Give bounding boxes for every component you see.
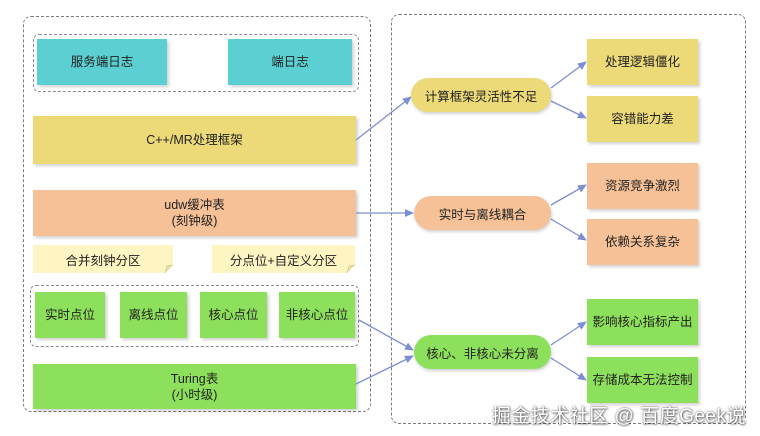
issue3-pill: 核心、非核心未分离 [414, 335, 551, 369]
offline-point-label: 离线点位 [128, 308, 179, 322]
framework-box: C++/MR处理框架 [33, 116, 356, 164]
noncore-point-label: 非核心点位 [285, 308, 349, 322]
arrow-issue1-to-sub2 [550, 100, 587, 119]
turing-table-granularity: (小时级) [171, 387, 218, 402]
issue3-sub2-label: 存储成本无法控制 [592, 373, 693, 387]
log-sources-group [33, 34, 359, 92]
udw-buffer-title: udw缓冲表 [164, 198, 225, 212]
watermark: 掘金技术社区 @ 百度Geek说 [491, 406, 746, 427]
issue1-pill: 计算框架灵活性不足 [411, 78, 551, 112]
issue2-pill: 实时与离线耦合 [414, 196, 551, 230]
framework-label: C++/MR处理框架 [146, 133, 243, 147]
core-point-label: 核心点位 [208, 308, 259, 322]
realtime-point-box: 实时点位 [35, 292, 105, 338]
client-log-label: 端日志 [271, 55, 309, 69]
server-log-label: 服务端日志 [70, 55, 134, 69]
merge-note-label: 合并刻钟分区 [65, 253, 141, 268]
right-panel [391, 14, 746, 424]
arrow-issue3-to-sub2 [550, 357, 587, 381]
realtime-point-label: 实时点位 [44, 308, 95, 322]
issue2-sub1-label: 资源竞争激烈 [604, 179, 680, 193]
arrow-framework-to-issue1 [355, 96, 412, 141]
offline-point-box: 离线点位 [120, 292, 187, 338]
udw-buffer-box: udw缓冲表 (刻钟级) [33, 190, 356, 236]
arrow-issue2-to-sub2 [550, 218, 587, 241]
arrow-points-to-issue3 [358, 319, 414, 351]
issue2-sub1-box: 资源竞争激烈 [587, 163, 698, 209]
issue2-sub2-box: 依赖关系复杂 [587, 219, 698, 265]
left-panel [23, 16, 371, 412]
arrow-issue2-to-sub1 [550, 184, 587, 206]
turing-table-title: Turing表 [170, 371, 219, 386]
issue2-sub2-label: 依赖关系复杂 [604, 235, 680, 249]
arrow-issue3-to-sub1 [550, 321, 587, 346]
server-log-box: 服务端日志 [37, 39, 167, 85]
issue1-label: 计算框架灵活性不足 [424, 89, 538, 104]
issue3-label: 核心、非核心未分离 [426, 346, 539, 361]
issue1-sub2-label: 容错能力差 [611, 112, 674, 126]
split-note-shape [212, 245, 355, 273]
noncore-point-box: 非核心点位 [279, 292, 355, 338]
arrow-issue1-to-sub1 [550, 61, 587, 89]
issue3-sub2-box: 存储成本无法控制 [587, 357, 698, 403]
udw-buffer-granularity: (刻钟级) [171, 214, 218, 228]
issue2-label: 实时与离线耦合 [438, 207, 527, 222]
issue1-sub1-box: 处理逻辑僵化 [587, 39, 698, 85]
turing-table-box: Turing表 (小时级) [33, 364, 356, 409]
client-log-box: 端日志 [228, 39, 352, 85]
issue3-sub1-box: 影响核心指标产出 [587, 299, 698, 345]
issue1-sub2-box: 容错能力差 [587, 96, 698, 142]
arrow-turing-to-issue3 [355, 355, 414, 385]
issue3-sub1-label: 影响核心指标产出 [592, 315, 693, 329]
core-point-box: 核心点位 [200, 292, 267, 338]
points-group [30, 285, 359, 347]
split-note: 分点位+自定义分区 [212, 245, 355, 273]
merge-note-shape [33, 245, 173, 273]
issue1-sub1-label: 处理逻辑僵化 [604, 55, 680, 69]
split-note-label: 分点位+自定义分区 [229, 253, 338, 268]
merge-note: 合并刻钟分区 [33, 245, 173, 273]
